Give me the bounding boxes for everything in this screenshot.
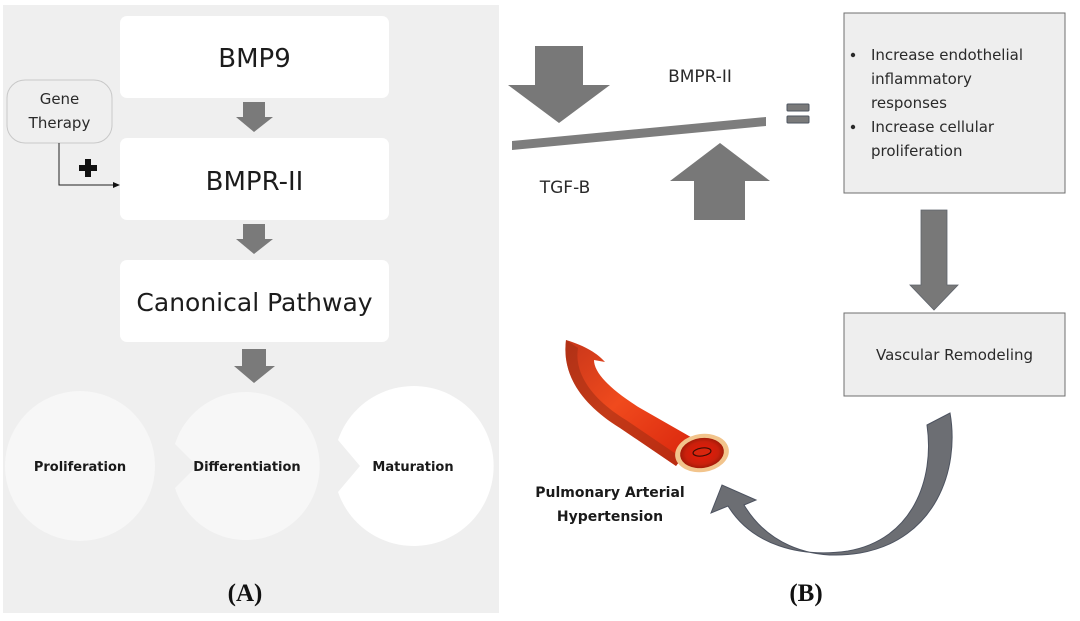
proliferation-label: Proliferation xyxy=(34,460,126,475)
gene-therapy-node: Gene Therapy xyxy=(6,79,113,144)
bmp9-box: BMP9 xyxy=(120,16,389,98)
pah-label-line2: Hypertension xyxy=(557,509,663,525)
down-arrow-icon xyxy=(909,209,959,311)
panel-a-label: (A) xyxy=(228,580,263,607)
down-arrow-icon xyxy=(236,224,273,254)
effect-2-line-1: Increase cellular xyxy=(871,118,995,136)
canonical-pathway-box: Canonical Pathway xyxy=(120,260,389,342)
gene-therapy-line1: Gene xyxy=(40,90,80,108)
up-arrow-icon xyxy=(670,143,770,220)
canonical-pathway-label: Canonical Pathway xyxy=(136,288,372,317)
equals-icon xyxy=(786,103,810,124)
effect-1-line-2: inflammatory xyxy=(871,70,972,88)
balance-beam xyxy=(512,117,766,150)
panel-a: BMP9 BMPR-II Canonical Pathway Gene Ther… xyxy=(3,5,499,613)
arrowhead-icon xyxy=(113,182,120,188)
panel-b-label: (B) xyxy=(789,580,822,607)
plus-icon xyxy=(79,159,97,177)
outcome-proliferation: Proliferation xyxy=(5,391,155,541)
bmpr2-label: BMPR-II xyxy=(206,167,304,197)
down-arrow-icon xyxy=(234,349,275,383)
effect-1-line-3: responses xyxy=(871,94,947,112)
gene-therapy-connector xyxy=(58,143,114,186)
bullet-icon xyxy=(850,124,856,130)
outcome-differentiation: Differentiation xyxy=(175,392,320,541)
outcome-maturation: Maturation xyxy=(338,385,494,546)
blood-vessel-icon xyxy=(565,340,729,473)
effect-1-line-1: Increase endothelial xyxy=(871,46,1023,64)
bullet-icon xyxy=(850,52,856,58)
panel-b: BMPR-II TGF-B Increase endothelial infla… xyxy=(508,12,1066,607)
curved-arrow-icon xyxy=(710,412,953,556)
bmp9-label: BMP9 xyxy=(218,44,291,74)
down-arrow-icon xyxy=(236,102,273,132)
pah-label-line1: Pulmonary Arterial xyxy=(535,485,684,501)
effects-box: Increase endothelial inflammatory respon… xyxy=(843,12,1066,194)
maturation-label: Maturation xyxy=(372,460,453,475)
bmpr2-balance-label: BMPR-II xyxy=(668,67,732,87)
tgfb-balance-label: TGF-B xyxy=(539,178,591,198)
vascular-remodeling-label: Vascular Remodeling xyxy=(876,346,1033,364)
down-arrow-icon xyxy=(508,46,610,123)
bmpr2-box: BMPR-II xyxy=(120,138,389,220)
vascular-remodeling-box: Vascular Remodeling xyxy=(843,312,1066,397)
effect-2-line-2: proliferation xyxy=(871,142,962,160)
differentiation-label: Differentiation xyxy=(193,460,300,475)
gene-therapy-line2: Therapy xyxy=(28,114,91,132)
